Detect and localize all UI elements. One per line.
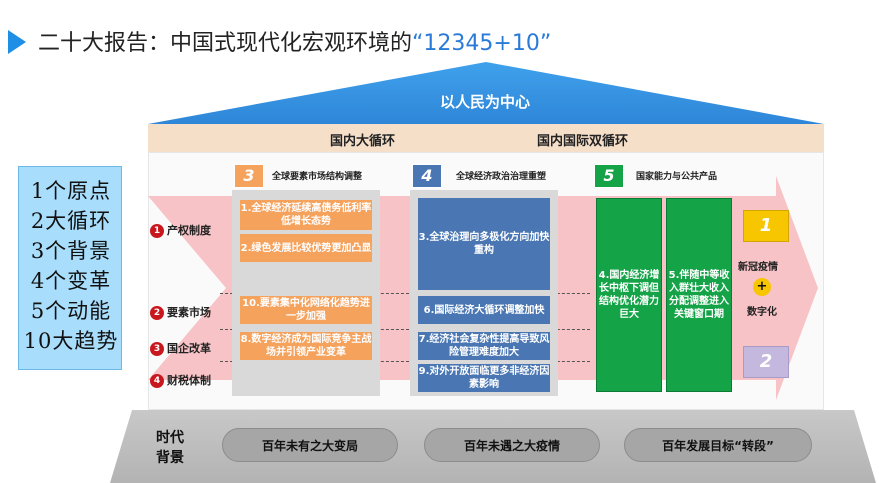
column-header-4: 4 全球经济政治治理重塑 [410,162,570,190]
column-title-4: 全球经济政治治理重塑 [456,172,547,182]
trend-box-9: 9.对外开放面临更多非经济因素影响 [418,364,550,392]
trend-box-10: 10.要素集中化网络化趋势进一步加强 [240,296,372,324]
trend-box-4: 4.国内经济增长中枢下调但结构优化潜力巨大 [596,198,662,392]
row-number-badge: 3 [150,342,164,356]
page-title: 二十大报告：中国式现代化宏观环境的“12345+10” [38,25,551,57]
column-number-4: 4 [412,164,442,188]
summary-line-5: 5个动能 [30,299,112,323]
trend-box-5: 5.伴随中等收入群壮大收入分配调整进入关键窗口期 [666,198,732,392]
row-divider [220,293,590,294]
side-number-1: 1 [743,210,789,242]
base-label: 时代 背景 [148,428,192,468]
trend-box-1: 1.全球经济延续高债务低利率低增长态势 [240,200,372,230]
roof-shape [148,62,824,124]
summary-line-2: 2大循环 [30,209,112,233]
summary-line-3: 3个背景 [30,239,112,263]
row-divider [220,329,590,330]
column-header-5: 5 国家能力与公共产品 [592,162,742,190]
row-label-text: 国企改革 [167,342,211,355]
summary-line-1: 1个原点 [30,179,112,203]
row-label-text: 财税体制 [167,374,211,387]
base-label-line-1: 时代 [156,430,184,446]
era-background-pill-3: 百年发展目标“转段” [624,428,812,462]
trend-box-8: 8.数字经济成为国际竞争主战场并引领产业变革 [240,332,372,360]
side-label-covid: 新冠疫情 [738,262,778,273]
summary-box: 1个原点 2大循环 3个背景 4个变革 5个动能 10大趋势 [18,166,122,370]
trend-box-6: 6.国际经济大循环调整加快 [418,296,550,324]
header-dual-circulation: 国内国际双循环 [537,134,629,149]
title-arrow-icon [8,30,26,54]
column-header-3: 3 全球要素市场结构调整 [232,162,382,190]
column-title-3: 全球要素市场结构调整 [272,172,363,182]
summary-line-4: 4个变革 [30,269,112,293]
row-divider [220,361,590,362]
summary-line-6: 10大趋势 [23,329,119,353]
column-title-5: 国家能力与公共产品 [636,172,718,182]
side-label-digitalization: 数字化 [747,307,777,318]
trend-box-2: 2.绿色发展比较优势更加凸显 [240,234,372,262]
title-highlight: “12345+10” [412,31,552,56]
trend-box-7: 7.经济社会复杂性提高导致风险管理难度加大 [418,332,550,360]
column-number-5: 5 [594,164,624,188]
row-number-badge: 1 [150,224,164,238]
roof-label: 以人民为中心 [439,93,530,111]
trend-box-3: 3.全球治理向多极化方向加快重构 [418,198,550,290]
side-number-2: 2 [743,346,789,378]
era-background-pill-2: 百年未遇之大疫情 [424,428,600,462]
header-bar [148,124,824,152]
row-number-badge: 4 [150,374,164,388]
plus-icon: + [753,278,771,296]
row-label-text: 要素市场 [167,306,211,319]
base-label-line-2: 背景 [156,450,184,466]
column-number-3: 3 [234,164,264,188]
header-domestic-circulation: 国内大循环 [330,134,396,149]
row-label-text: 产权制度 [167,224,211,237]
era-background-pill-1: 百年未有之大变局 [222,428,398,462]
row-number-badge: 2 [150,306,164,320]
title-main: 二十大报告：中国式现代化宏观环境的 [38,31,413,56]
